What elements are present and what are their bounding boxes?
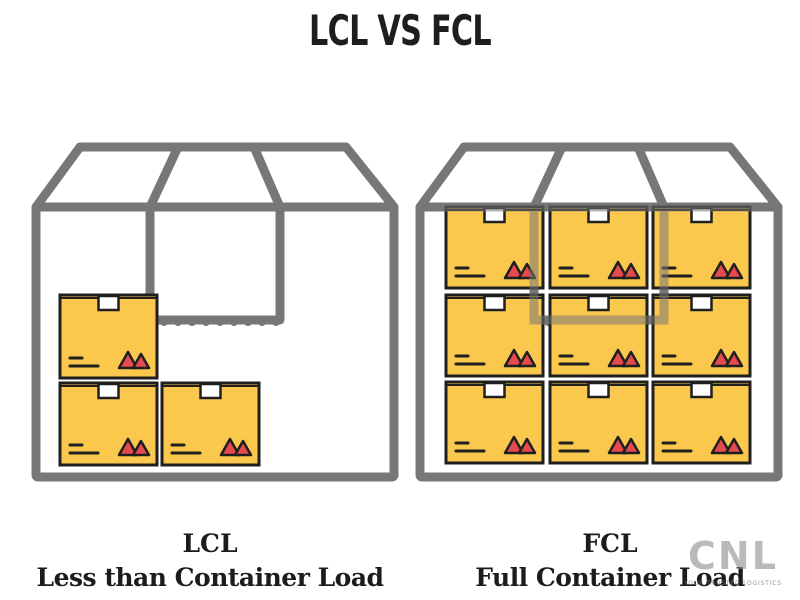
cargo-box-icon bbox=[160, 381, 261, 467]
lcl-full-name: Less than Container Load bbox=[36, 563, 384, 592]
fcl-full-name: Full Container Load bbox=[475, 563, 745, 592]
cargo-box-icon bbox=[444, 293, 545, 378]
cargo-box-icon bbox=[58, 293, 159, 380]
container-door-frame bbox=[145, 202, 285, 325]
fcl-caption: FCL Full Container Load bbox=[430, 528, 790, 596]
company-logo: CNL YOUR TRUSTED LOGISTICS bbox=[678, 534, 788, 594]
cargo-box-icon bbox=[651, 205, 752, 290]
lcl-caption: LCL Less than Container Load bbox=[30, 528, 390, 596]
lcl-abbreviation: LCL bbox=[182, 529, 238, 558]
cargo-box-icon bbox=[58, 381, 159, 467]
page-title: LCL VS FCL bbox=[309, 6, 492, 55]
fcl-frame-overlay bbox=[415, 202, 783, 325]
container-roof-ridges bbox=[145, 142, 285, 212]
lcl-container-illustration bbox=[31, 142, 399, 482]
cargo-box-icon bbox=[651, 293, 752, 378]
cargo-box-icon bbox=[444, 380, 545, 465]
container-roof-outline bbox=[415, 142, 783, 212]
container-body-outline bbox=[31, 202, 399, 482]
container-roof-ridges bbox=[529, 142, 669, 212]
cargo-box-icon bbox=[444, 205, 545, 290]
container-curtain-scallops bbox=[160, 318, 280, 326]
container-roof-outline bbox=[31, 142, 399, 212]
logo-wordmark: CNL bbox=[688, 534, 778, 578]
fcl-abbreviation: FCL bbox=[582, 529, 638, 558]
cargo-box-icon bbox=[651, 380, 752, 465]
cargo-box-icon bbox=[548, 380, 649, 465]
logo-tagline: YOUR TRUSTED LOGISTICS bbox=[684, 580, 782, 587]
lcl-boxes bbox=[58, 293, 261, 467]
cargo-box-icon bbox=[548, 205, 649, 290]
fcl-boxes bbox=[444, 205, 752, 465]
cargo-box-icon bbox=[548, 293, 649, 378]
